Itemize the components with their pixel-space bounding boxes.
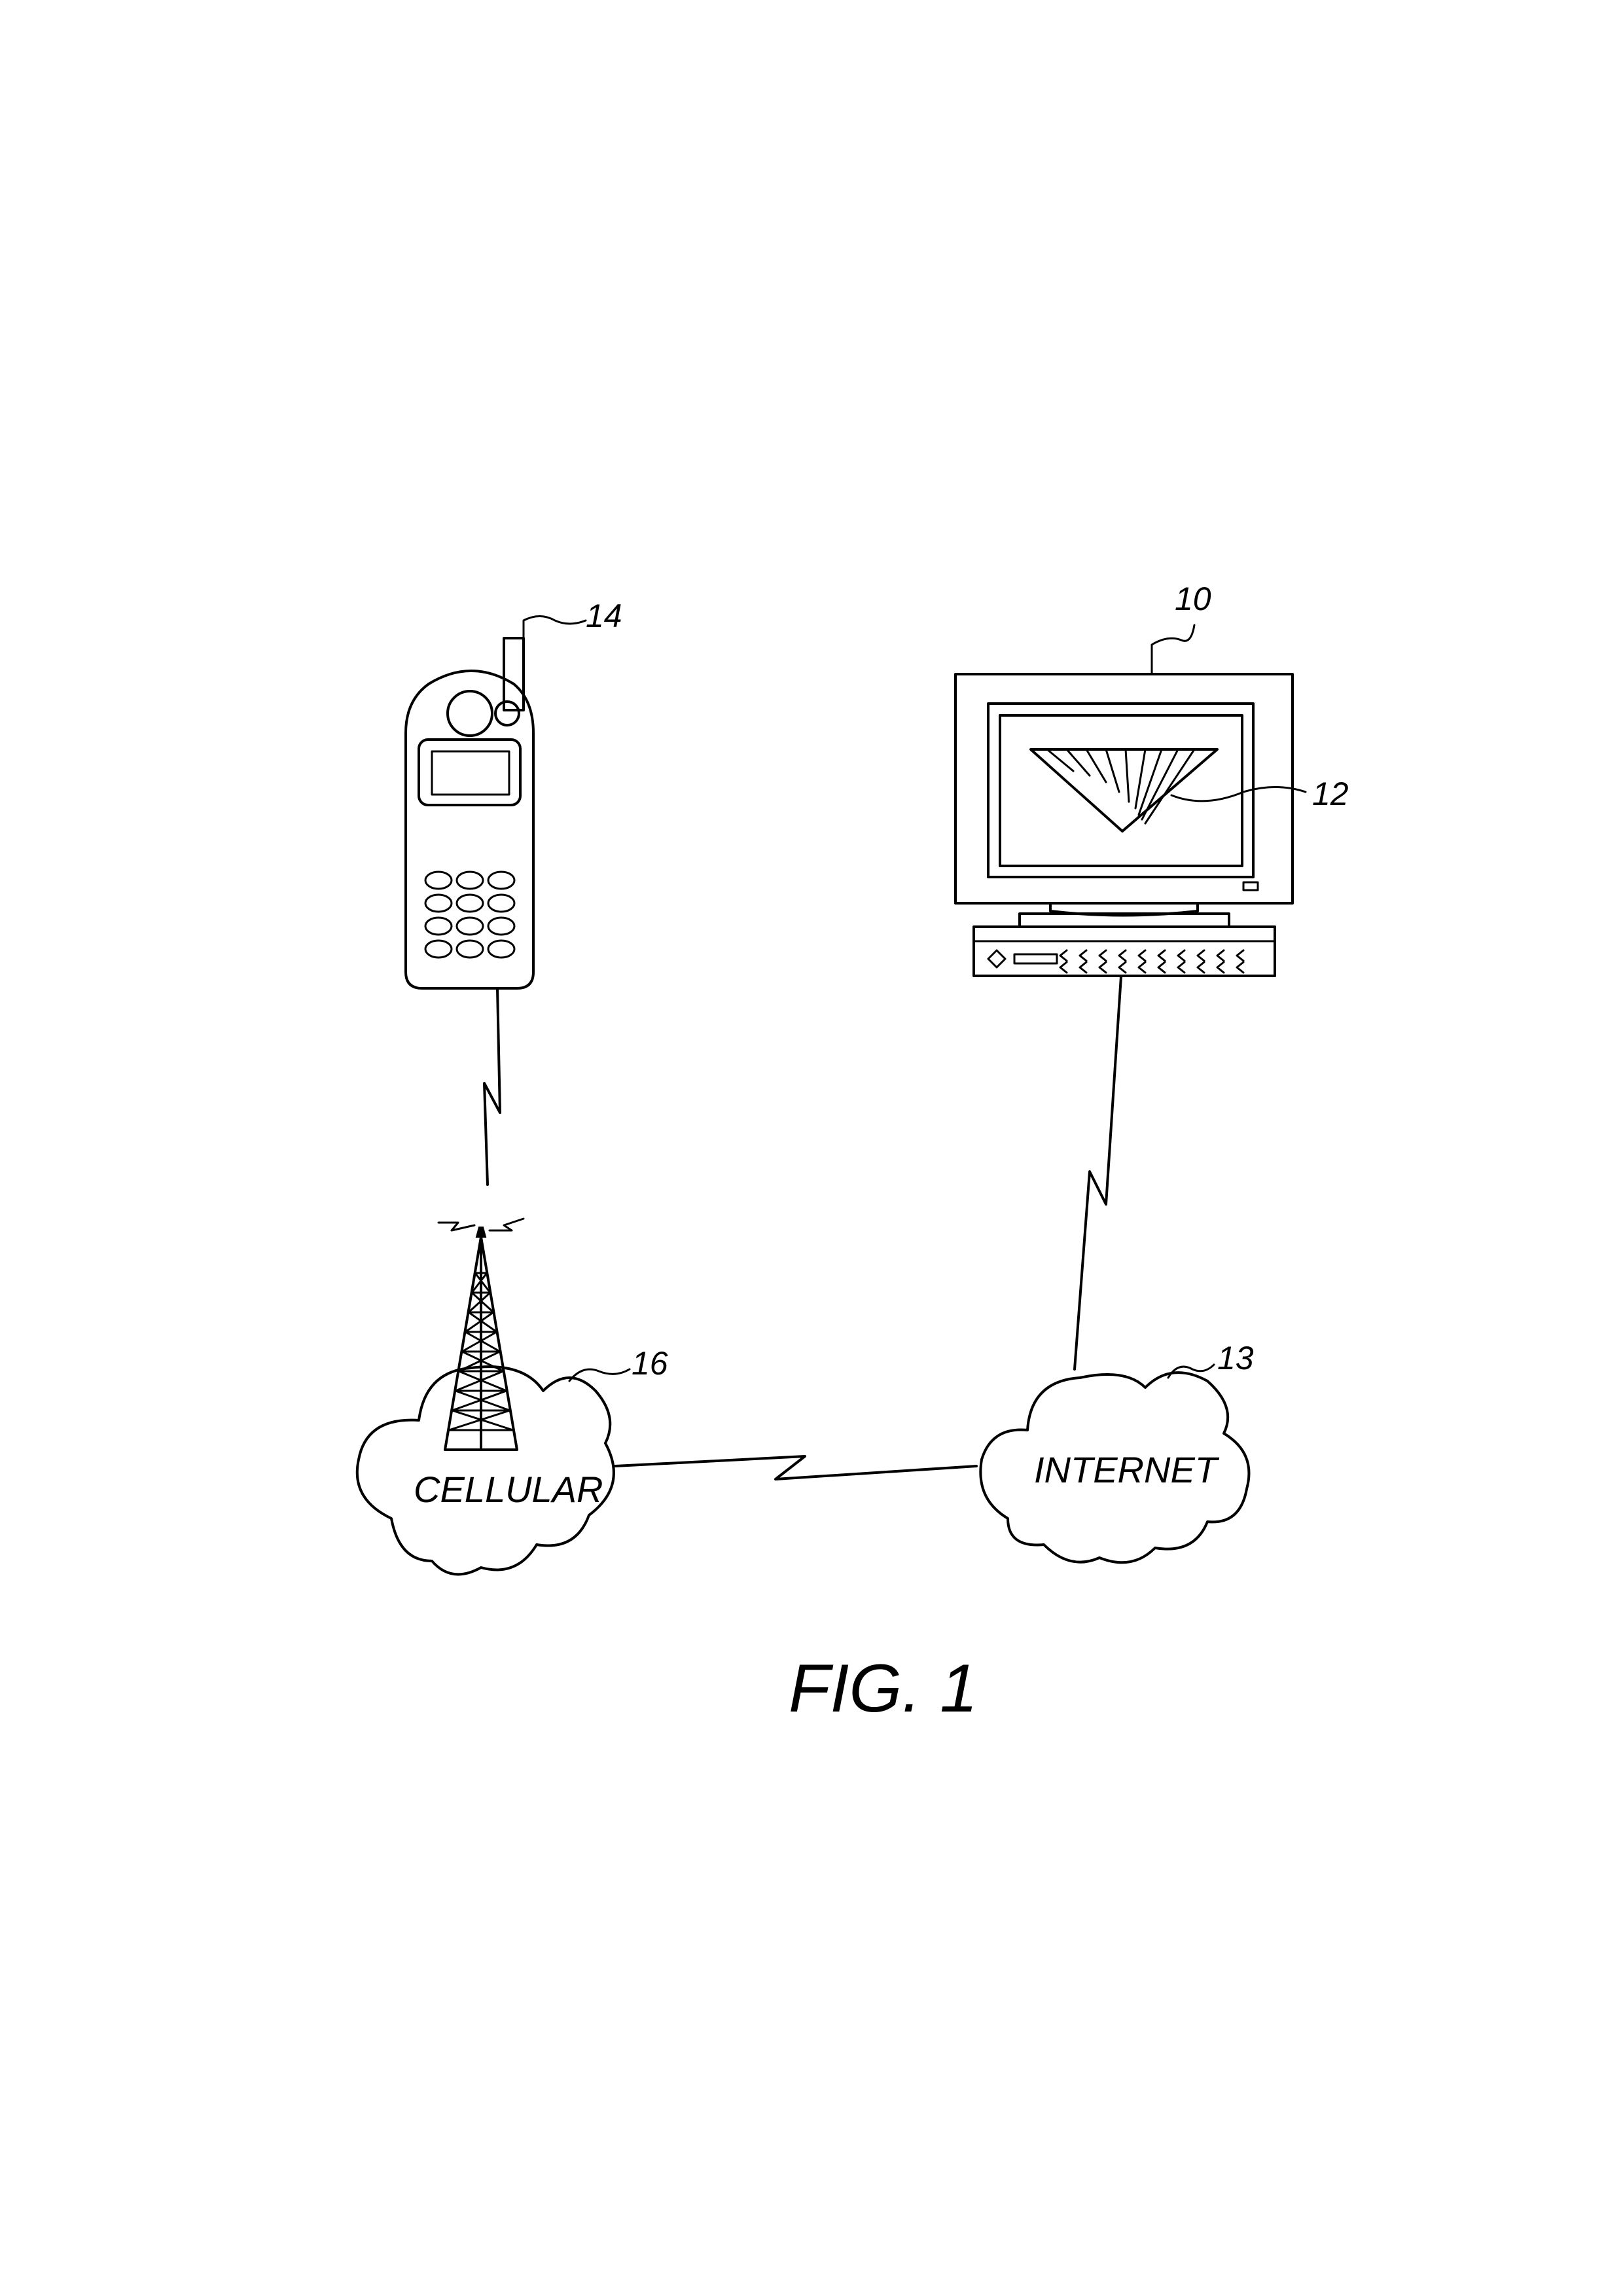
leader-line-14	[524, 617, 586, 639]
link-phone-to-tower	[484, 988, 500, 1185]
tower-tip	[476, 1227, 486, 1237]
cloud-label-internet: INTERNET	[1034, 1449, 1220, 1490]
figure-caption: FIG. 1	[789, 1651, 978, 1727]
ref-numeral-10: 10	[1175, 581, 1211, 617]
phone-earpiece-icon	[448, 691, 492, 736]
ref-numeral-16: 16	[632, 1345, 668, 1382]
cpu-diamond-button-icon	[988, 950, 1005, 967]
link-cellular-to-internet	[615, 1456, 976, 1479]
phone-sensor-icon	[495, 702, 519, 725]
ref-numeral-12: 12	[1312, 776, 1349, 812]
ref-numeral-13: 13	[1217, 1340, 1254, 1376]
phone-antenna	[504, 638, 524, 710]
tower-signal-right	[490, 1219, 524, 1230]
ref-numeral-14: 14	[586, 598, 622, 634]
monitor-bezel	[988, 704, 1253, 877]
leader-line-12	[1171, 787, 1306, 801]
monitor-screen	[1000, 715, 1242, 866]
phone-display	[432, 751, 509, 795]
computer-icon	[955, 674, 1293, 976]
leader-line-10	[1152, 625, 1194, 674]
mobile-phone-icon	[406, 638, 533, 988]
link-computer-to-internet	[1075, 977, 1121, 1369]
screen-image-graphic	[1031, 749, 1217, 831]
tower-signal-left	[438, 1223, 474, 1230]
power-indicator-icon	[1243, 882, 1258, 890]
cpu-vent-marks	[1060, 950, 1243, 973]
cell-tower-icon	[438, 1219, 524, 1450]
cloud-label-cellular: CELLULAR	[414, 1469, 603, 1510]
phone-keypad	[425, 872, 514, 958]
cpu-drive-slot	[1014, 954, 1057, 963]
leader-line-13	[1168, 1365, 1214, 1378]
